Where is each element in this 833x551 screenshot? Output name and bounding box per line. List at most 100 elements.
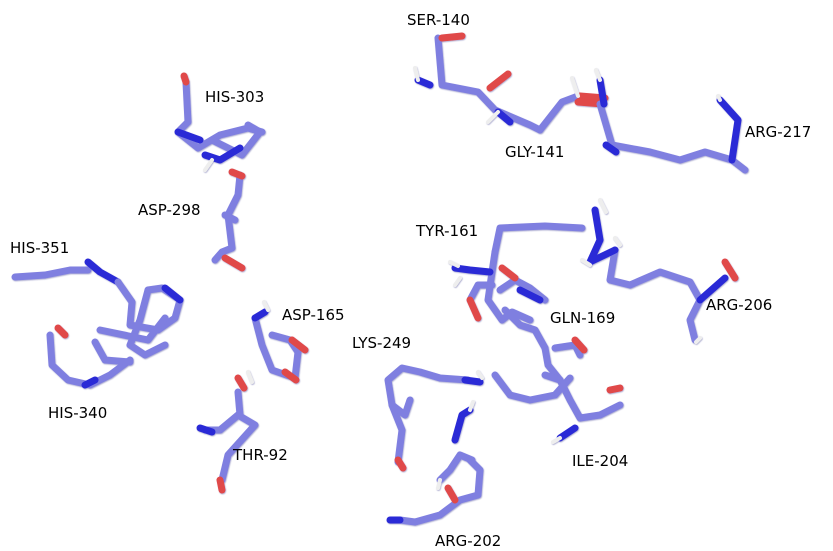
carbon-bond: [501, 306, 549, 352]
label-arg-206: ARG-206: [706, 296, 772, 314]
oxygen-bond: [394, 456, 407, 472]
label-ile-204: ILE-204: [572, 452, 628, 470]
nitrogen-bond: [696, 274, 729, 304]
hydrogen-bond: [613, 236, 622, 247]
oxygen-bond: [221, 254, 246, 272]
oxygen-bond: [234, 374, 248, 392]
nitrogen-bond: [461, 376, 484, 386]
hydrogen-bond: [453, 276, 462, 287]
hydrogen-bond: [468, 400, 475, 412]
nitrogen-bond: [196, 424, 216, 436]
carbon-bond: [396, 456, 484, 526]
oxygen-bond: [498, 264, 519, 282]
carbon-bond: [541, 371, 564, 384]
carbon-bond: [541, 344, 624, 422]
residue-arg-206: [580, 198, 739, 344]
nitrogen-bond: [556, 424, 579, 442]
carbon-bond: [11, 266, 92, 281]
residue-arg-217: [594, 68, 749, 174]
nitrogen-bond: [201, 144, 244, 164]
oxygen-bond: [438, 32, 466, 42]
residue-ser-140: [413, 32, 544, 134]
oxygen-bond: [228, 168, 246, 180]
carbon-bond: [251, 314, 302, 382]
hydrogen-bond: [594, 68, 602, 82]
oxygen-bond: [466, 296, 482, 322]
oxygen-bond: [54, 324, 69, 339]
hydrogen-bond: [246, 370, 254, 384]
nitrogen-bond: [84, 258, 122, 286]
oxygen-bond: [721, 258, 739, 282]
carbon-bond: [234, 388, 244, 419]
label-gly-141: GLY-141: [505, 143, 564, 161]
label-his-340: HIS-340: [48, 404, 107, 422]
nitrogen-bond: [494, 108, 514, 126]
label-asp-298: ASP-298: [138, 201, 201, 219]
hydrogen-bond: [262, 300, 270, 312]
carbon-bond: [491, 222, 586, 256]
residue-gln-169: [496, 264, 549, 352]
nitrogen-bond: [451, 406, 474, 444]
residue-asp-298: [211, 168, 246, 272]
oxygen-bond: [444, 484, 459, 504]
residue-his-340: [46, 324, 134, 389]
residue-labels: SER-140 HIS-303 GLY-141 ARG-217 ASP-298 …: [10, 11, 811, 550]
label-his-303: HIS-303: [205, 88, 264, 106]
hydrogen-bond: [570, 76, 580, 98]
nitrogen-bond: [451, 264, 494, 276]
carbon-bond: [201, 411, 259, 484]
label-ser-140: SER-140: [407, 11, 470, 29]
carbon-bond: [221, 211, 239, 224]
carbon-bond: [686, 296, 704, 344]
carbon-bond: [211, 171, 244, 264]
label-lys-249: LYS-249: [352, 334, 411, 352]
carbon-bond: [384, 364, 472, 466]
carbon-bond: [126, 286, 169, 359]
nitrogen-bond: [251, 308, 269, 322]
carbon-bond: [496, 276, 549, 304]
oxygen-bond: [281, 368, 300, 384]
carbon-bond: [91, 338, 134, 366]
hydrogen-bond: [716, 94, 722, 102]
nitrogen-bond: [716, 96, 742, 164]
label-tyr-161: TYR-161: [415, 222, 478, 240]
oxygen-bond: [216, 476, 226, 494]
hydrogen-bond: [598, 198, 608, 214]
oxygen-bond: [571, 336, 588, 354]
carbon-bond: [491, 371, 574, 404]
hydrogen-bond: [476, 370, 484, 380]
carbon-bond: [46, 331, 134, 389]
label-arg-202: ARG-202: [435, 532, 501, 550]
hydrogen-bond: [448, 260, 460, 268]
oxygen-bond: [606, 384, 624, 394]
carbon-bond: [436, 451, 476, 484]
label-gln-169: GLN-169: [550, 309, 615, 327]
label-asp-165: ASP-165: [282, 306, 345, 324]
oxygen-bond: [486, 70, 512, 92]
residue-arg-202: [386, 400, 484, 526]
carbon-bond: [606, 246, 704, 304]
residue-lys-249: [384, 364, 484, 472]
oxygen-bond: [180, 72, 190, 86]
hydrogen-bond: [413, 66, 420, 82]
carbon-bond: [96, 314, 169, 344]
nitrogen-bond: [516, 286, 544, 304]
carbon-bond: [484, 248, 534, 324]
label-thr-92: THR-92: [232, 446, 288, 464]
label-arg-217: ARG-217: [745, 123, 811, 141]
nitrogen-bond: [174, 128, 204, 144]
residue-tyr-161: [448, 222, 586, 324]
nitrogen-bond: [602, 141, 620, 156]
hydrogen-bond: [551, 436, 562, 444]
carbon-bond: [596, 100, 749, 174]
residue-his-351: [11, 258, 184, 359]
nitrogen-bond: [81, 376, 99, 389]
hydrogen-bond: [436, 478, 442, 490]
hydrogen-bond: [203, 158, 214, 172]
residue-gly-141: [536, 76, 609, 134]
hydrogen-bond: [486, 110, 500, 124]
carbon-bond: [466, 281, 496, 304]
nitrogen-bond: [586, 206, 619, 266]
carbon-bond: [434, 34, 544, 134]
